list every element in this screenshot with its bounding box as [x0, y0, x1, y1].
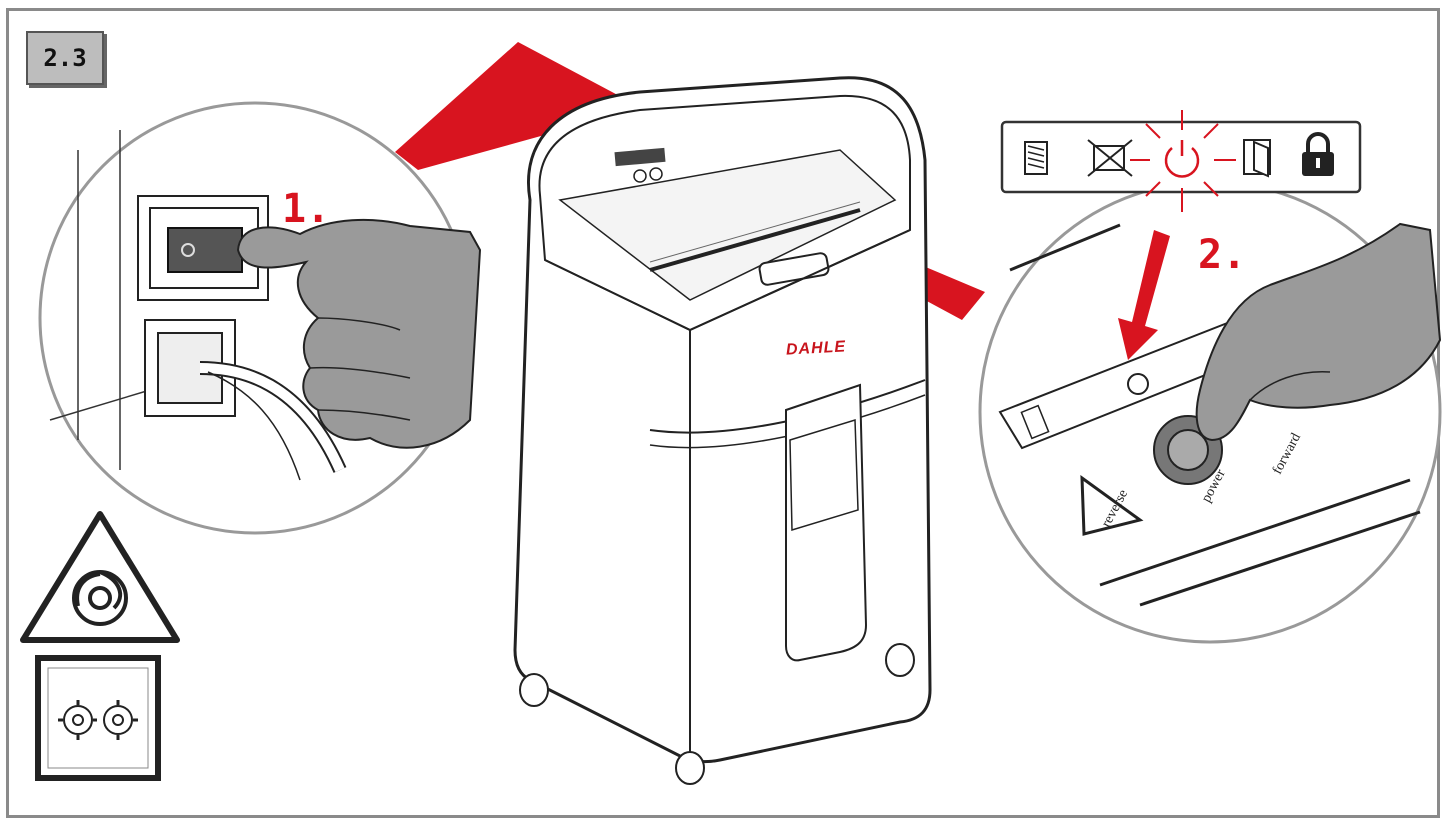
- status-panel: [1000, 110, 1362, 212]
- callout-beam-left: [395, 42, 642, 170]
- motor-crossed-icon: [1087, 139, 1133, 177]
- step-2-label: 2.: [1198, 232, 1247, 278]
- paper-stack-icon: [1024, 141, 1048, 175]
- gears-icon: [35, 655, 161, 781]
- door-open-icon: [1243, 139, 1271, 178]
- power-blinking-icon: [1130, 110, 1236, 212]
- step-1-label: 1.: [282, 186, 331, 232]
- section-number-badge: 2.3: [26, 31, 104, 85]
- shredder: [513, 76, 932, 785]
- brand-logo: DAHLE: [785, 338, 847, 359]
- power-switch-detail: [38, 101, 482, 535]
- rotating-parts-warning-icon: [20, 511, 180, 643]
- control-panel-detail: [978, 180, 1442, 644]
- lock-icon: [1302, 132, 1334, 176]
